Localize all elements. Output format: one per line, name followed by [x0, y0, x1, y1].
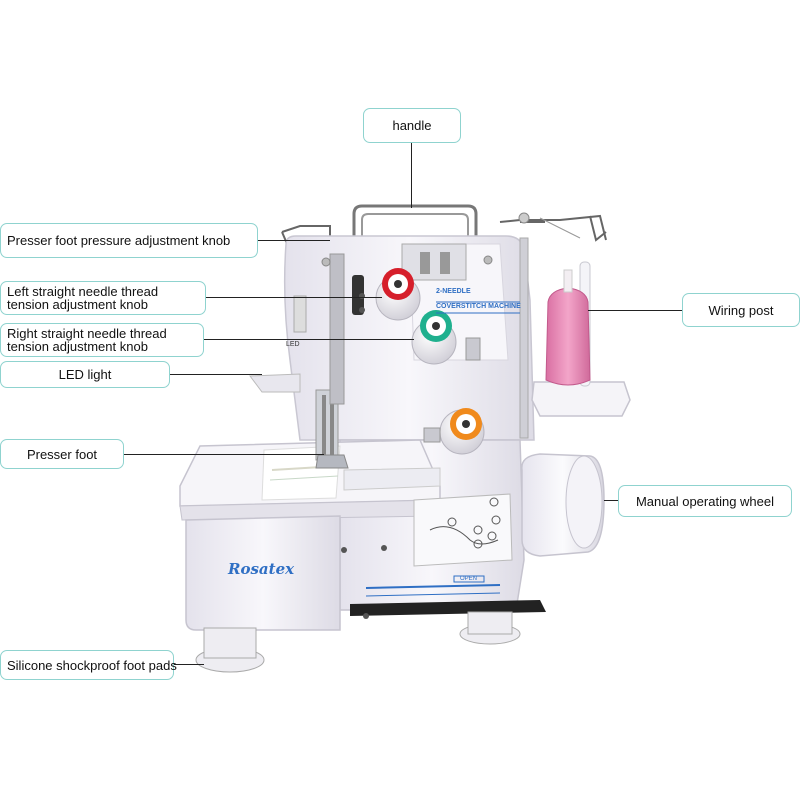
callout-presser-foot: Presser foot [0, 439, 124, 469]
foot-pads [195, 611, 521, 673]
leader-presser-foot-pressure [258, 240, 330, 241]
label-manual-operating-wheel: Manual operating wheel [635, 493, 775, 509]
model-line2: COVERSTITCH MACHINE [436, 303, 521, 310]
leader-foot-pads [174, 664, 204, 665]
label-left-needle-tension-1: Left straight needle thread [7, 284, 159, 299]
leader-presser-foot [124, 454, 324, 455]
label-led-light: LED light [58, 367, 112, 382]
label-wiring-post: Wiring post [708, 302, 774, 318]
label-left-needle-tension-2: tension adjustment knob [7, 297, 148, 312]
model-line1: 2-NEEDLE [436, 288, 471, 295]
brand-logo-text: Rosatex [228, 560, 295, 578]
callout-left-needle-tension: Left straight needle thread tension adju… [0, 281, 206, 315]
open-label: OPEN [460, 576, 478, 582]
callout-right-needle-tension: Right straight needle thread tension adj… [0, 323, 204, 357]
handle-wire [352, 204, 478, 240]
label-right-needle-tension-2: tension adjustment knob [7, 339, 148, 354]
spool-stand [531, 381, 631, 417]
callout-handle: handle [363, 108, 461, 143]
callout-presser-foot-pressure: Presser foot pressure adjustment knob [0, 223, 258, 258]
looper-tension-knob-illustration [439, 408, 485, 455]
callout-led-light: LED light [0, 361, 170, 388]
callout-wiring-post: Wiring post [682, 293, 800, 327]
label-presser-foot: Presser foot [26, 446, 98, 462]
label-right-needle-tension-1: Right straight needle thread [7, 326, 167, 341]
label-handle: handle [392, 118, 432, 133]
leader-wiring-post [588, 310, 682, 311]
callout-silicone-foot-pads: Silicone shockproof foot pads [0, 650, 177, 680]
leader-handle [411, 142, 412, 208]
right-needle-tension-knob-illustration [411, 310, 457, 365]
left-needle-tension-knob-illustration [375, 268, 421, 321]
leader-manual-wheel [604, 500, 618, 501]
label-silicone-foot-pads: Silicone shockproof foot pads [7, 657, 177, 673]
callout-manual-operating-wheel: Manual operating wheel [618, 485, 792, 517]
machine-base-left [185, 515, 341, 631]
leader-left-needle-tension [206, 297, 382, 298]
led-panel-text: LED [286, 341, 300, 348]
label-presser-foot-pressure: Presser foot pressure adjustment knob [7, 233, 231, 248]
leader-right-needle-tension [204, 339, 414, 340]
pink-thread-cone [545, 287, 591, 386]
leader-led-light [170, 374, 262, 375]
